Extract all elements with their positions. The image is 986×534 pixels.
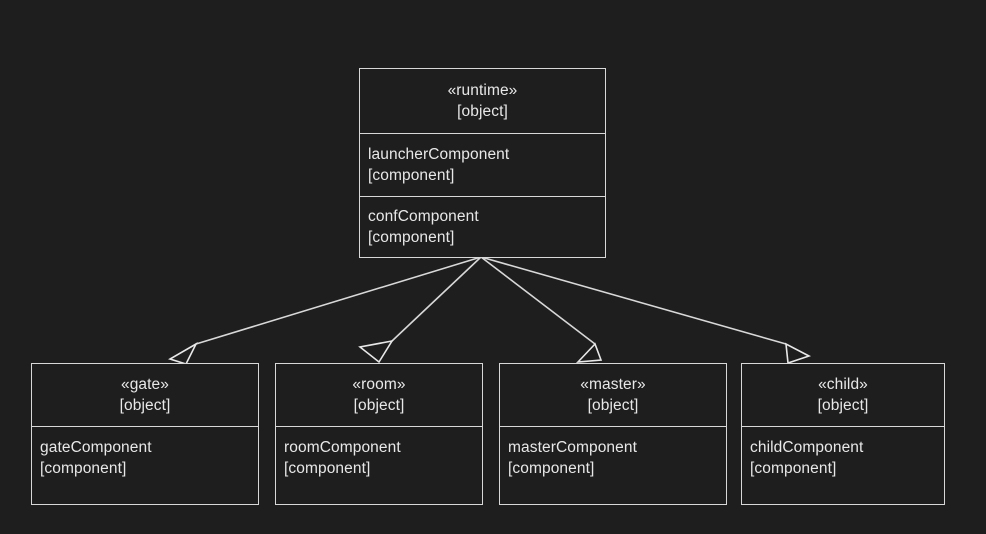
attribute-name: masterComponent (508, 438, 638, 456)
generalization-arrowhead-child (785, 342, 812, 365)
object-header-master: «master» [object] (500, 364, 726, 426)
instance-type-label: [object] (457, 103, 508, 120)
stereotype-label: «gate» (120, 375, 169, 393)
attribute-name: roomComponent (284, 438, 401, 456)
attribute-type: [component] (368, 167, 455, 184)
attribute-name: childComponent (750, 438, 864, 456)
attribute-masterComponent: masterComponent [component] (500, 425, 726, 504)
object-node-room[interactable]: «room» [object] roomComponent [component… (275, 363, 483, 505)
attribute-type: [component] (284, 459, 371, 477)
attribute-type: [component] (508, 459, 595, 477)
instance-type-label: [object] (817, 396, 869, 414)
stereotype-label: «room» (352, 375, 406, 393)
object-node-runtime[interactable]: «runtime» [object] launcherComponent [co… (359, 68, 606, 258)
stereotype-label: «runtime» (447, 82, 518, 99)
object-node-master[interactable]: «master» [object] masterComponent [compo… (499, 363, 727, 505)
attribute-name: gateComponent (40, 438, 152, 456)
attribute-type: [component] (368, 229, 455, 246)
object-header-room: «room» [object] (276, 364, 482, 426)
generalization-arrowhead-gate (168, 341, 198, 365)
attribute-name: confComponent (368, 208, 479, 225)
attribute-childComponent: childComponent [component] (742, 425, 944, 504)
generalization-edge-room (358, 256, 482, 364)
generalization-edge-child (480, 256, 812, 365)
attribute-type: [component] (40, 459, 127, 477)
instance-type-label: [object] (353, 396, 405, 414)
attribute-roomComponent: roomComponent [component] (276, 425, 482, 504)
object-header-gate: «gate» [object] (32, 364, 258, 426)
object-header-child: «child» [object] (742, 364, 944, 426)
object-header-runtime: «runtime» [object] (360, 69, 605, 133)
instance-type-label: [object] (119, 396, 171, 414)
generalization-arrowhead-master (575, 342, 603, 363)
generalization-arrowhead-room (358, 339, 394, 364)
attribute-launcherComponent: launcherComponent [component] (360, 133, 605, 196)
instance-type-label: [object] (587, 396, 639, 414)
stereotype-label: «child» (818, 375, 868, 393)
attribute-gateComponent: gateComponent [component] (32, 425, 258, 504)
object-node-child[interactable]: «child» [object] childComponent [compone… (741, 363, 945, 505)
generalization-edge-gate (168, 256, 482, 365)
attribute-confComponent: confComponent [component] (360, 196, 605, 257)
attribute-type: [component] (750, 459, 837, 477)
generalization-edge-master (480, 256, 603, 363)
attribute-name: launcherComponent (368, 146, 510, 163)
stereotype-label: «master» (580, 375, 646, 393)
object-node-gate[interactable]: «gate» [object] gateComponent [component… (31, 363, 259, 505)
